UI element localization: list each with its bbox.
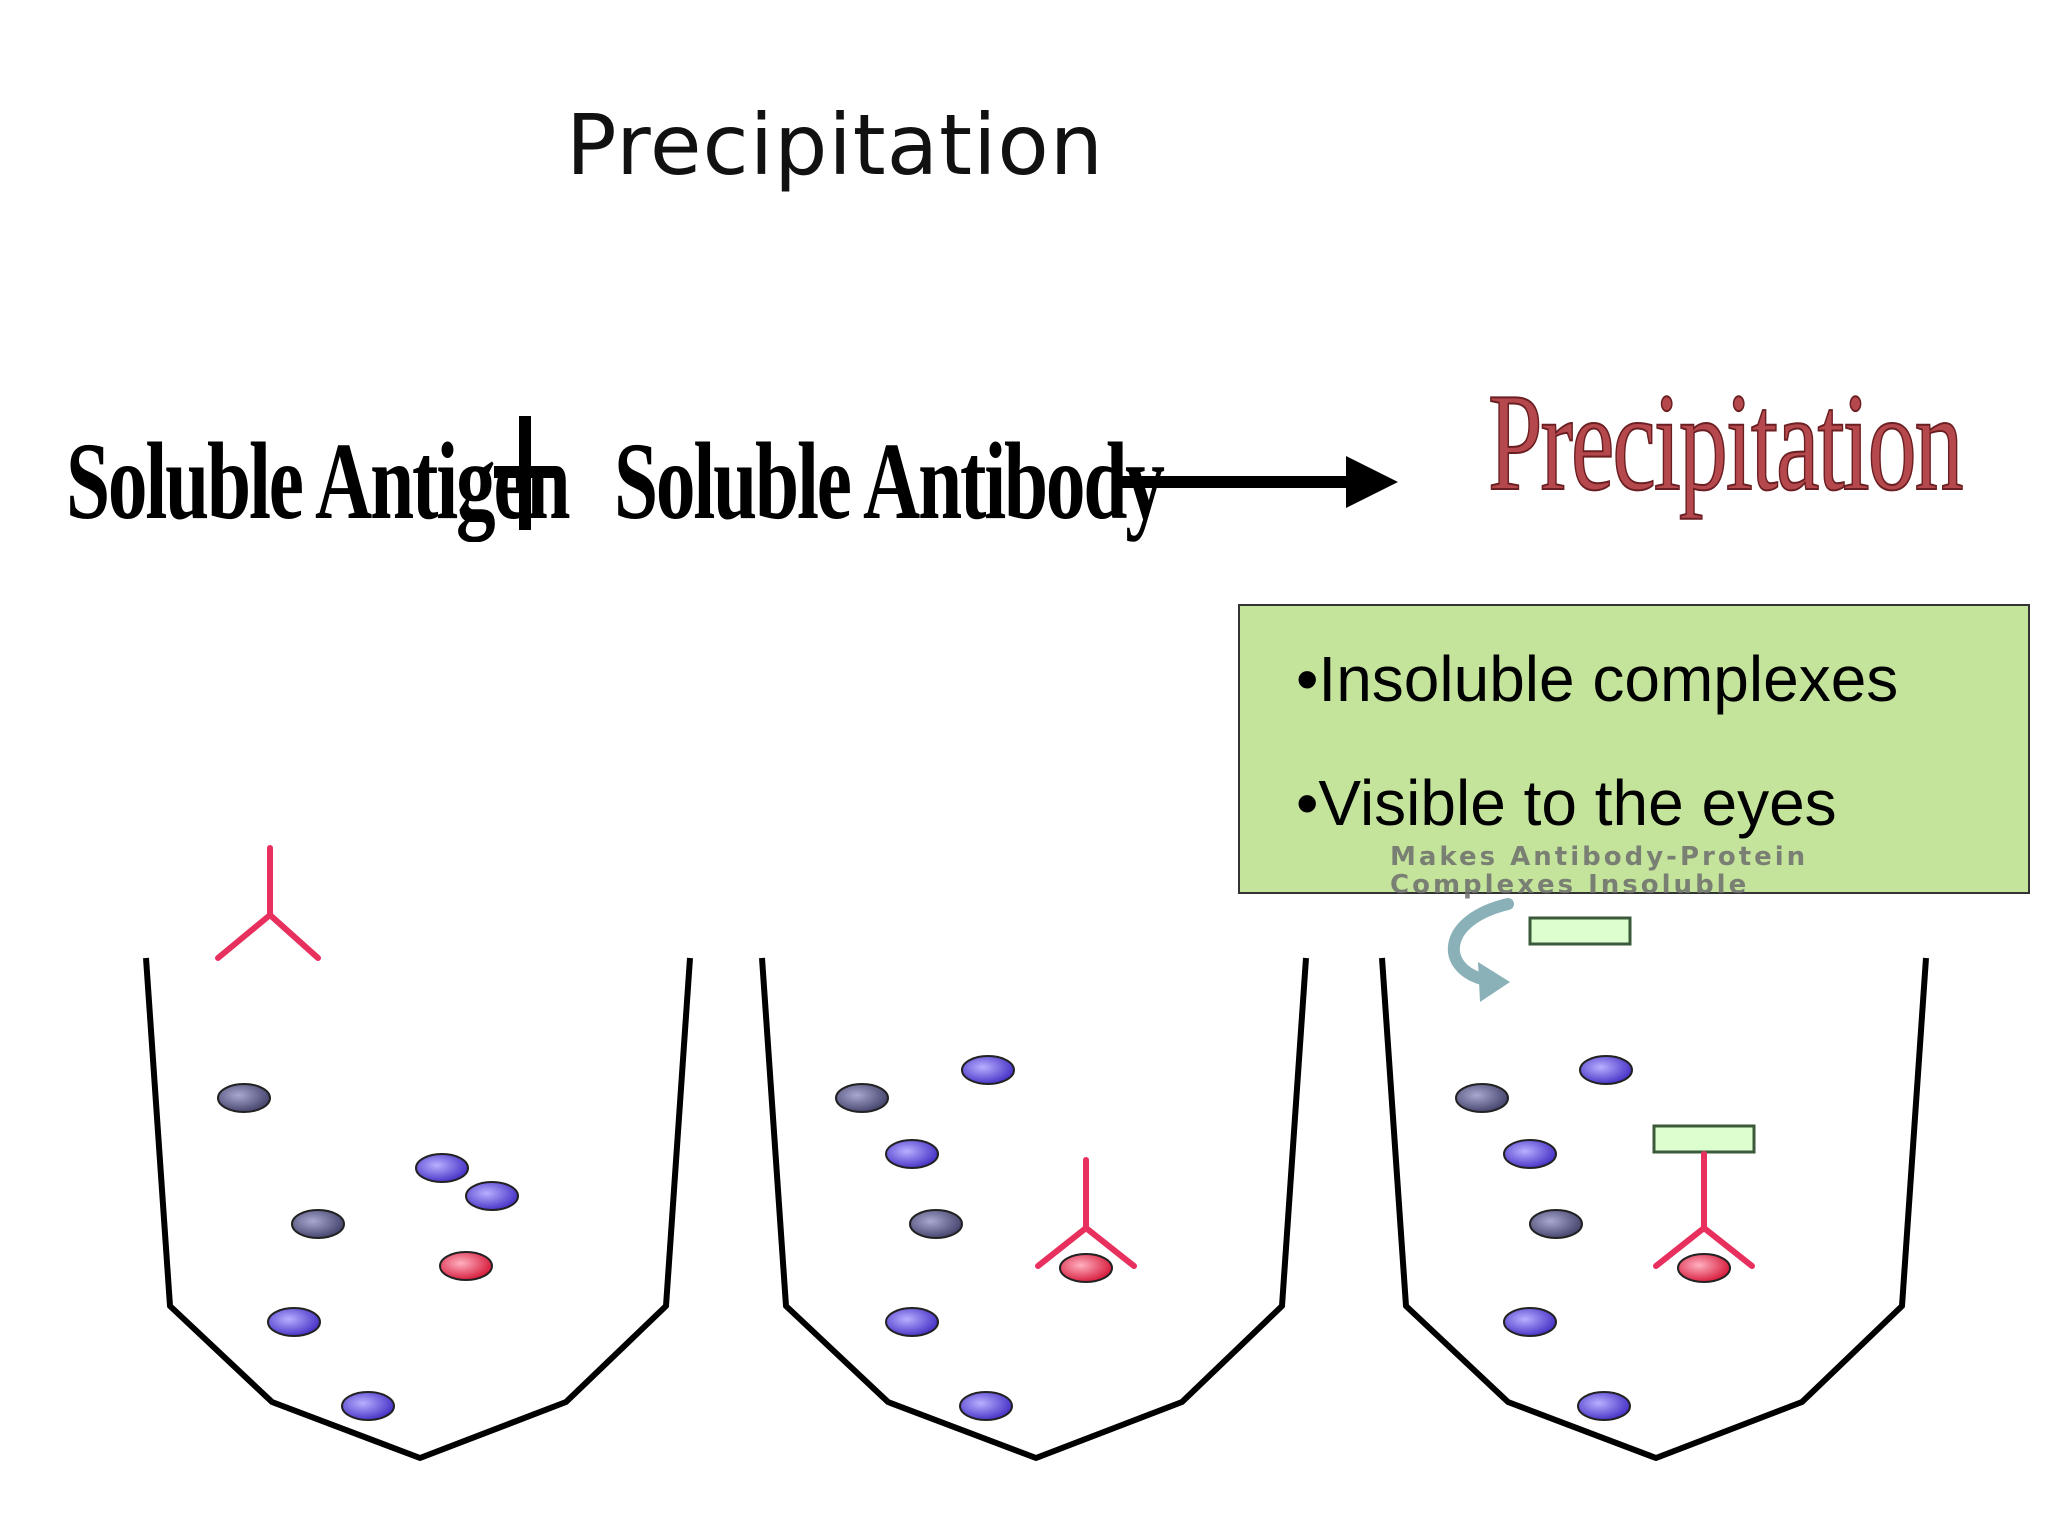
info-box: •Insoluble complexes •Visible to the eye… [1238,604,2030,900]
bound-antibody-icon [1035,1157,1137,1269]
bullet-visible-to-eyes: •Visible to the eyes [1296,767,1837,839]
beaker-3 [1379,957,1929,1461]
beaker-1 [143,957,693,1461]
complexed-antibody-icon [1653,1151,1755,1269]
reagent-block [1652,1124,1756,1154]
plus-icon [494,416,556,530]
curved-arrow-head [1478,962,1510,1002]
beaker-2 [759,957,1309,1461]
precipitation-result-label: Precipitation [1487,364,1964,521]
illustration-caption-line-1: Makes Antibody-Protein [1390,842,1809,872]
slide-title: Precipitation [566,96,1105,194]
soluble-antibody-label: Soluble Antibody [614,420,1165,542]
bullet-insoluble-complexes: •Insoluble complexes [1296,643,1899,715]
arrow-right-icon [1118,456,1398,508]
antigen-particles-beaker-1 [217,1083,519,1421]
curved-arrow-icon [1447,898,1514,986]
soluble-antigen-label: Soluble Antigen [66,420,571,542]
illustration-caption-line-2: Complexes Insoluble [1390,870,1750,900]
antigen-particles-beaker-2 [835,1055,1113,1421]
antibody-icon [215,845,321,961]
antigen-particles-beaker-3 [1455,1055,1731,1421]
reagent-block-free [1528,916,1632,946]
